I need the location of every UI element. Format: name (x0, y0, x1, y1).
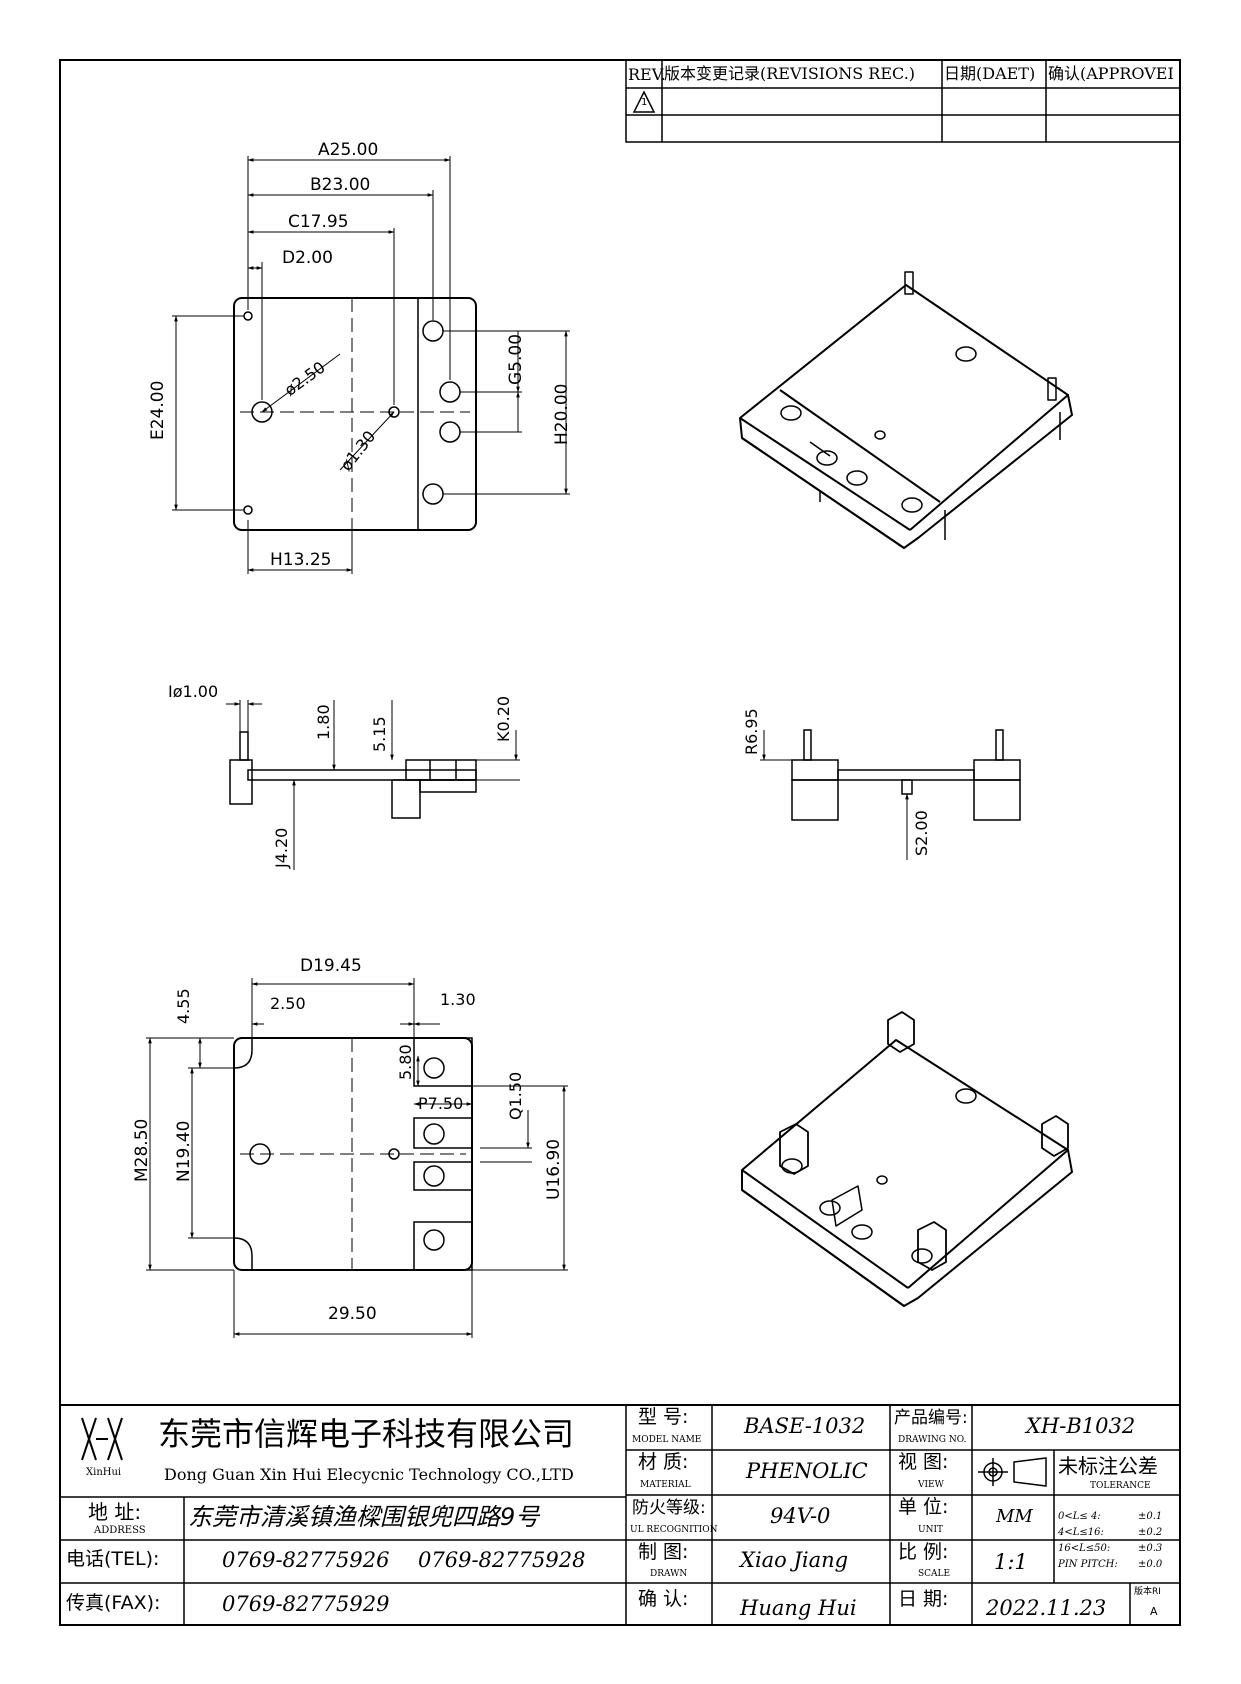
title-block-grid (60, 1404, 1180, 1626)
dim-2-50: 2.50 (270, 994, 306, 1013)
tol-3-range: 16<L≤50: (1058, 1543, 1111, 1554)
date-value: 2022.11.23 (986, 1596, 1107, 1620)
unit-label-en: UNIT (918, 1525, 944, 1535)
date-label-cn: 日 期: (898, 1588, 949, 1610)
material-value: PHENOLIC (746, 1459, 868, 1483)
address-value: 东莞市清溪镇渔樑围银兜四路9号 (188, 1503, 540, 1531)
tel-2: 0769-82775928 (418, 1548, 586, 1572)
dim-b: B23.00 (310, 175, 371, 195)
confirm-value: Huang Hui (740, 1596, 857, 1620)
version-value: A (1150, 1605, 1158, 1618)
top-view (172, 156, 570, 574)
dim-e: E24.00 (148, 380, 168, 440)
end-view (760, 729, 1021, 860)
tol-4-range: PIN PITCH: (1058, 1559, 1118, 1570)
dim-1-30: 1.30 (440, 990, 476, 1009)
flame-label-en: UL RECOGNITION (630, 1525, 718, 1535)
revision-table-grid (625, 59, 1181, 143)
dim-5-80: 5.80 (396, 1044, 415, 1080)
tolerance-en: TOLERANCE (1090, 1481, 1151, 1491)
tol-4-value: ±0.0 (1138, 1559, 1163, 1570)
drawing-no-label-cn: 产品编号: (894, 1408, 968, 1428)
dim-d2: D19.45 (300, 956, 362, 976)
material-label-en: MATERIAL (640, 1480, 691, 1490)
tel-label: 电话(TEL): (66, 1548, 160, 1570)
dim-p: P7.50 (418, 1094, 464, 1113)
tolerance-title: 未标注公差 (1058, 1454, 1158, 1478)
dim-k: K0.20 (494, 695, 513, 742)
version-label: 版本RI (1134, 1587, 1161, 1597)
side-view (226, 700, 520, 870)
dim-i: Iø1.00 (168, 682, 219, 701)
fax-value: 0769-82775929 (222, 1592, 390, 1616)
dim-g: G5.00 (506, 333, 526, 385)
tel-1: 0769-82775926 (222, 1548, 390, 1572)
dim-m: M28.50 (132, 1118, 152, 1182)
confirm-label-cn: 确 认: (638, 1588, 689, 1610)
flame-value: 94V-0 (770, 1504, 831, 1528)
scale-label-en: SCALE (918, 1569, 951, 1579)
date-header: 日期(DAET) (944, 64, 1036, 83)
view-label-cn: 视 图: (898, 1451, 949, 1473)
model-label-en: MODEL NAME (632, 1435, 702, 1445)
unit-value: MM (996, 1506, 1033, 1527)
dim-r: R6.95 (742, 708, 761, 755)
address-label-cn: 地 址: (88, 1500, 142, 1524)
isometric-top-view (739, 271, 1073, 549)
view-label-en: VIEW (918, 1480, 944, 1490)
isometric-bottom-view (741, 1011, 1073, 1307)
approve-header: 确认(APPROVEI (1048, 64, 1174, 83)
dim-n: N19.40 (174, 1120, 194, 1182)
tol-2-value: ±0.2 (1138, 1527, 1163, 1538)
dim-29-50: 29.50 (328, 1304, 377, 1324)
tol-3-value: ±0.3 (1138, 1543, 1163, 1554)
drawing-no-label-en: DRAWING NO. (898, 1435, 967, 1445)
scale-label-cn: 比 例: (898, 1541, 949, 1563)
revision-triangle-icon (632, 90, 656, 113)
model-value: BASE-1032 (744, 1414, 866, 1438)
rev-header: REV. (628, 65, 666, 84)
dim-u: U16.90 (544, 1138, 564, 1200)
dim-c: C17.95 (288, 212, 349, 232)
drawn-label-cn: 制 图: (638, 1541, 689, 1563)
dim-1-80: 1.80 (314, 704, 333, 740)
scale-value: 1:1 (994, 1550, 1028, 1574)
unit-label-cn: 单 位: (898, 1496, 949, 1518)
sheet-border (59, 59, 1181, 1626)
company-name-en: Dong Guan Xin Hui Elecycnic Technology C… (164, 1465, 574, 1484)
dim-q: Q1.50 (506, 1071, 525, 1120)
dim-5-15: 5.15 (370, 716, 389, 752)
tol-1-range: 0<L≤ 4: (1058, 1511, 1101, 1522)
rev-number: 1 (641, 97, 648, 108)
bottom-view (146, 978, 568, 1338)
drawn-label-en: DRAWN (650, 1569, 688, 1579)
dim-h2: H13.25 (270, 550, 332, 570)
model-label-cn: 型 号: (638, 1406, 689, 1428)
flame-label-cn: 防火等级: (632, 1498, 706, 1518)
tol-2-range: 4<L≤16: (1058, 1527, 1104, 1538)
view-symbol-icon (1013, 1457, 1047, 1487)
dim-j: J4.20 (272, 827, 291, 868)
dim-a: A25.00 (318, 140, 379, 160)
company-name-cn: 东莞市信辉电子科技有限公司 (158, 1415, 575, 1453)
drawing-no-value: XH-B1032 (1026, 1414, 1136, 1438)
dim-4-55: 4.55 (174, 988, 193, 1024)
fax-label: 传真(FAX): (66, 1592, 161, 1614)
dim-h: H20.00 (552, 383, 572, 445)
dim-s: S2.00 (912, 810, 931, 856)
dim-d: D2.00 (282, 248, 333, 268)
tol-1-value: ±0.1 (1138, 1511, 1163, 1522)
company-logo-icon (81, 1417, 123, 1461)
material-label-cn: 材 质: (638, 1451, 689, 1473)
revision-record-header: 版本变更记录(REVISIONS REC.) (664, 64, 916, 83)
address-label-en: ADDRESS (94, 1525, 146, 1536)
logo-text: XinHui (86, 1467, 122, 1478)
drawn-value: Xiao Jiang (740, 1548, 849, 1572)
